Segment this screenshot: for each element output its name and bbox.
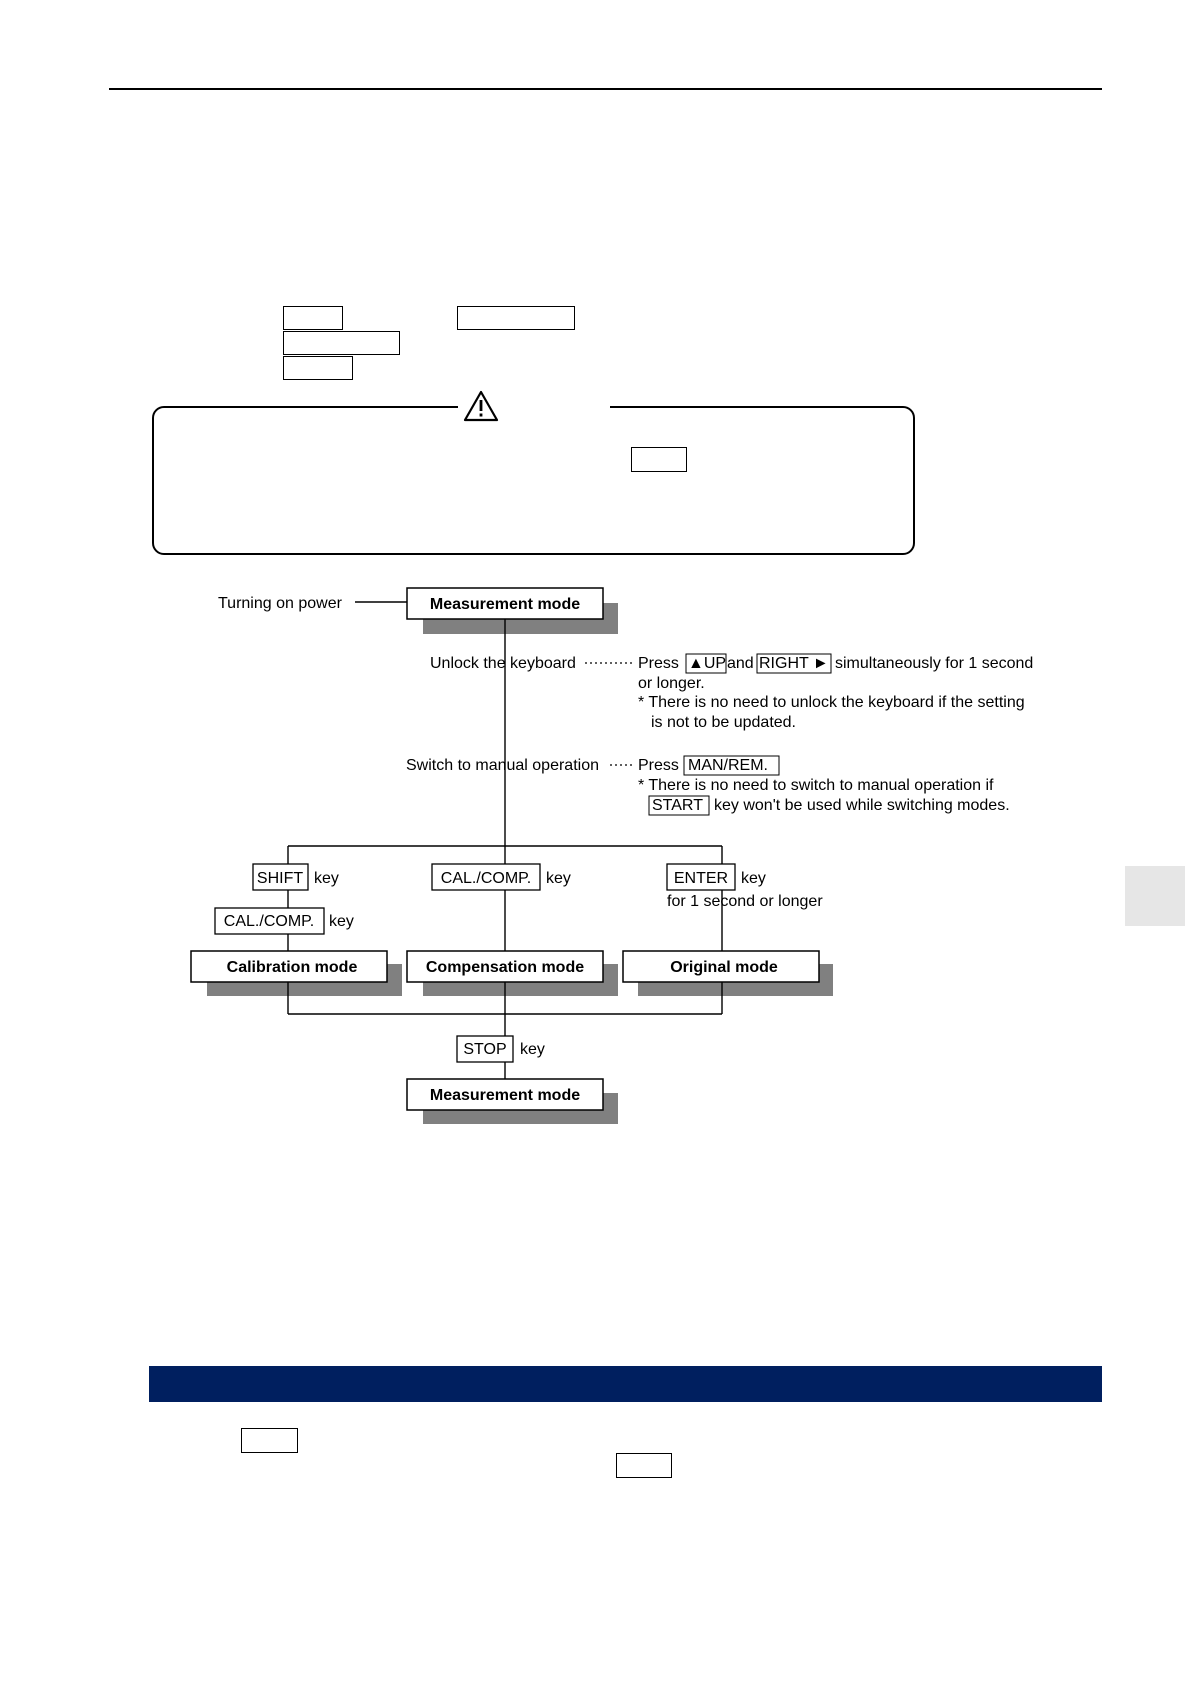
manual-note2-text: key won't be used while switching modes. [714, 797, 1010, 814]
unlock-note1-text: * There is no need to unlock the keyboar… [638, 694, 1025, 711]
section-banner [149, 1366, 1102, 1402]
manual-note1-text: * There is no need to switch to manual o… [638, 777, 994, 794]
enter-desc-text: for 1 second or longer [667, 893, 823, 910]
warning-triangle-icon [463, 390, 499, 422]
unlock-press-text: Press [638, 655, 679, 672]
unlock-keyboard-label: Unlock the keyboard [430, 655, 576, 672]
original-mode-label: Original mode [670, 959, 778, 976]
measurement-mode-label-bottom: Measurement mode [430, 1087, 580, 1104]
leader-lines [585, 662, 633, 766]
key-start-box [648, 795, 710, 816]
measurement-mode-box-bottom [406, 1078, 604, 1111]
key-shift-box [252, 863, 309, 891]
key-man-rem-box [683, 755, 780, 776]
caution-key-box [631, 447, 687, 472]
unlock-note2-text: is not to be updated. [651, 714, 796, 731]
key-right-box [756, 653, 832, 674]
key-stop-box [456, 1035, 514, 1063]
key-cal-comp-word-left: key [329, 913, 354, 930]
key-man-rem-label: MAN/REM. [688, 757, 768, 774]
unlock-desc-text: simultaneously for 1 second [835, 655, 1033, 672]
and-text: and [727, 655, 754, 672]
key-cal-comp-label-middle: CAL./COMP. [441, 870, 531, 887]
key-cal-comp-box-left [214, 907, 325, 935]
key-start-label: START [652, 797, 703, 814]
caution-box [152, 406, 915, 555]
compensation-mode-box [406, 950, 604, 983]
key-cal-comp-label-left: CAL./COMP. [224, 913, 314, 930]
compensation-mode-label: Compensation mode [426, 959, 584, 976]
key-box-blank-2 [457, 306, 575, 330]
key-box-blank-3 [283, 331, 400, 355]
key-shift-word: key [314, 870, 339, 887]
chapter-side-tab [1125, 866, 1185, 926]
calibration-mode-box [190, 950, 388, 983]
measurement-mode-label-top: Measurement mode [430, 596, 580, 613]
key-stop-word: key [520, 1041, 545, 1058]
key-box-blank-1 [283, 306, 343, 330]
measurement-mode-box-top [406, 587, 604, 620]
key-box-blank-4 [283, 356, 353, 380]
manual-press-text: Press [638, 757, 679, 774]
key-cal-comp-word-middle: key [546, 870, 571, 887]
key-enter-word: key [741, 870, 766, 887]
key-cal-comp-box-middle [431, 863, 541, 891]
original-mode-box [622, 950, 820, 983]
switch-manual-label: Switch to manual operation [406, 757, 599, 774]
key-enter-label: ENTER [674, 870, 728, 887]
key-box-blank-6 [616, 1453, 672, 1478]
turning-on-power-label: Turning on power [218, 595, 343, 612]
calibration-mode-label: Calibration mode [227, 959, 358, 976]
key-up-box [685, 653, 727, 674]
unlock-desc2-text: or longer. [638, 675, 705, 692]
key-stop-label: STOP [463, 1041, 506, 1058]
key-enter-box [666, 863, 736, 891]
header-rule [109, 88, 1102, 90]
key-shift-label: SHIFT [257, 870, 303, 887]
key-right-label: RIGHT ► [759, 655, 829, 672]
key-box-blank-5 [241, 1428, 298, 1453]
caution-title-gap [458, 400, 610, 412]
connector-lines [287, 601, 723, 1079]
key-up-label: ▲UP [688, 655, 726, 672]
